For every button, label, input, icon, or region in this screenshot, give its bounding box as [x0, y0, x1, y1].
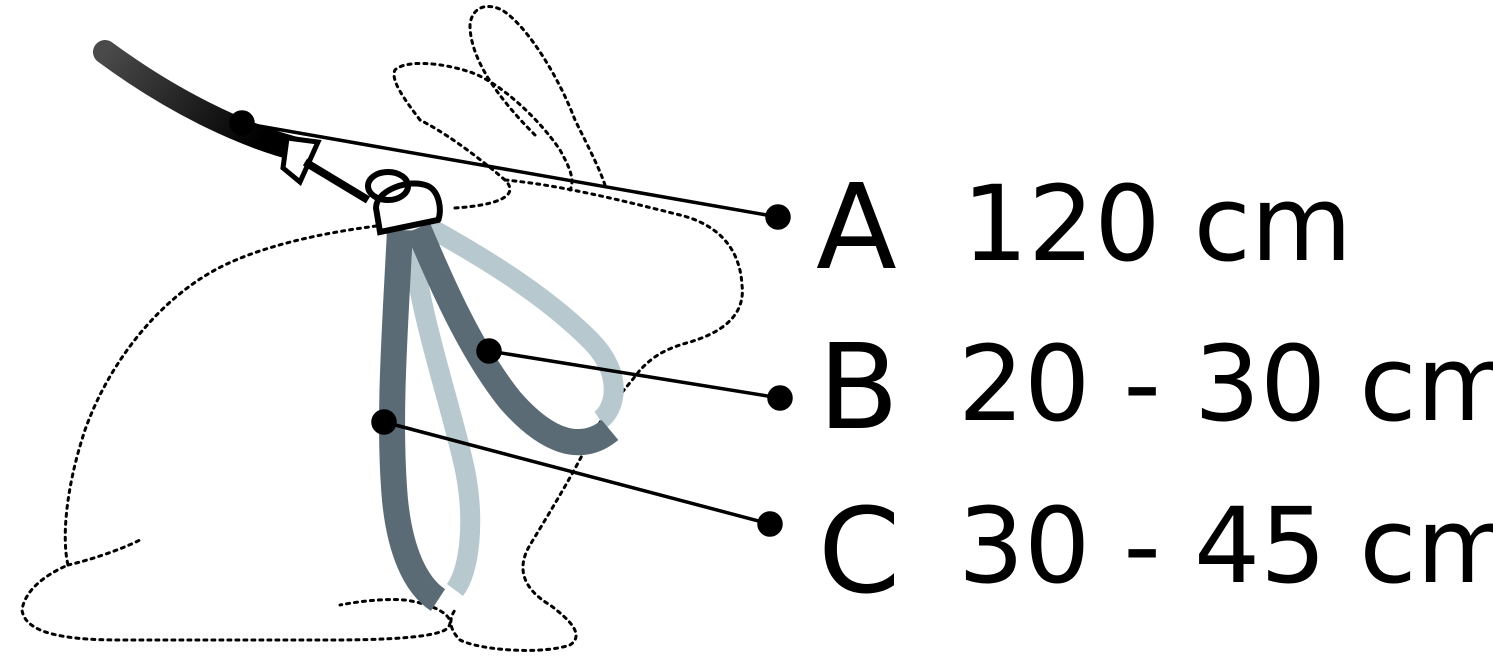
pointer-lines [229, 110, 793, 537]
harness-strap-neck-back [420, 216, 624, 429]
pointer-a-line [241, 121, 779, 219]
measurement-b-letter: B [818, 318, 899, 456]
measurement-a-value: 120 cm [962, 163, 1353, 285]
pointer-b-start-dot [476, 338, 502, 364]
pointer-c-end-dot [757, 511, 783, 537]
measurement-b-value: 20 - 30 cm [958, 323, 1493, 445]
rabbit-body-outline [20, 218, 452, 642]
pointer-a-end-dot [765, 204, 791, 230]
pointer-c-line [383, 420, 771, 526]
rabbit-head-outline [449, 178, 744, 652]
pointer-a-start-dot [229, 110, 255, 136]
pointer-b-end-dot [767, 385, 793, 411]
rabbit-ear-front-outline [468, 4, 607, 187]
pointer-c-start-dot [371, 409, 397, 435]
rabbit-hind-leg-outline [66, 538, 142, 567]
rabbit-ear-back-outline [392, 61, 574, 192]
measurement-a-letter: A [816, 158, 897, 296]
harness-strap-back [400, 228, 481, 596]
harness-strap-neck [406, 222, 619, 456]
pointer-b-line [488, 349, 781, 400]
harness-strap-body [379, 229, 446, 611]
measurement-c-value: 30 - 45 cm [958, 485, 1493, 607]
harness-d-ring [365, 169, 443, 236]
measurement-c-letter: C [818, 482, 901, 620]
leash-clip [280, 135, 371, 204]
leash [93, 40, 312, 162]
